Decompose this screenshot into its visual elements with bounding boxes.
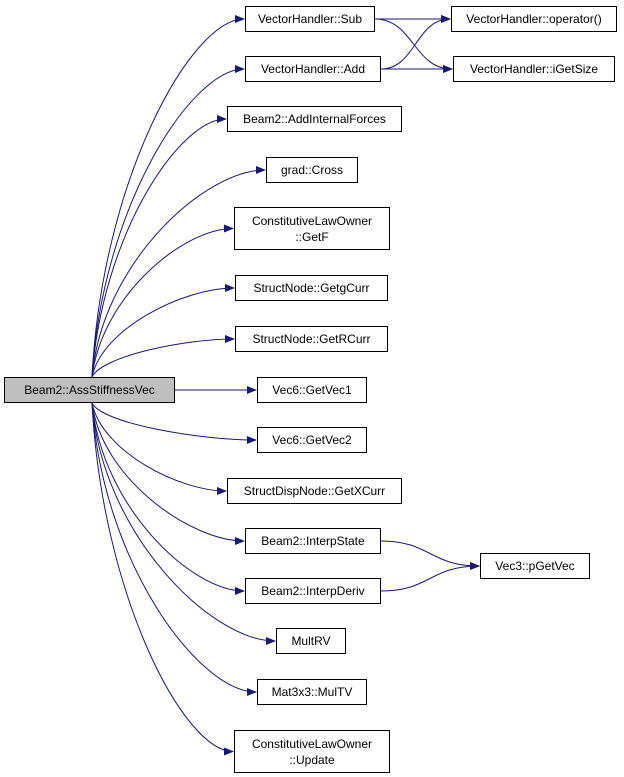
node-vh-operator[interactable]: VectorHandler::operator() bbox=[451, 6, 617, 32]
node-label: VectorHandler::Sub bbox=[257, 12, 363, 26]
node-mult-rv[interactable]: MultRV bbox=[276, 628, 346, 654]
node-grad-cross[interactable]: grad::Cross bbox=[266, 157, 358, 183]
edge-ass-stiffness-vec-to-clo-update bbox=[91, 402, 234, 756]
node-clo-update[interactable]: ConstitutiveLawOwner::Update bbox=[234, 730, 390, 773]
node-getr-curr[interactable]: StructNode::GetRCurr bbox=[235, 326, 388, 352]
edge-ass-stiffness-vec-to-vh-sub bbox=[91, 15, 245, 378]
node-label: StructNode::GetgCurr bbox=[253, 281, 370, 295]
node-label: StructDispNode::GetXCurr bbox=[243, 484, 386, 498]
node-label: Mat3x3::MulTV bbox=[271, 685, 353, 699]
node-add-internal-forces[interactable]: Beam2::AddInternalForces bbox=[227, 106, 402, 132]
edge-ass-stiffness-vec-to-vh-add bbox=[91, 65, 245, 378]
node-mul-tv[interactable]: Mat3x3::MulTV bbox=[257, 679, 367, 705]
node-ass-stiffness-vec[interactable]: Beam2::AssStiffnessVec bbox=[4, 377, 175, 403]
edge-vh-sub-to-vh-igetsize bbox=[374, 18, 453, 73]
node-label: ::GetF bbox=[295, 229, 329, 244]
node-clo-getf[interactable]: ConstitutiveLawOwner::GetF bbox=[234, 207, 390, 250]
node-interp-state[interactable]: Beam2::InterpState bbox=[245, 528, 381, 554]
edge-ass-stiffness-vec-to-clo-getf bbox=[91, 224, 234, 378]
edge-interp-state-to-vec3-pgetvec bbox=[380, 540, 480, 570]
node-label: Vec3::pGetVec bbox=[495, 559, 575, 573]
node-vh-sub[interactable]: VectorHandler::Sub bbox=[245, 6, 375, 32]
edge-ass-stiffness-vec-to-mul-tv bbox=[91, 402, 257, 696]
node-label: Beam2::AssStiffnessVec bbox=[24, 383, 155, 397]
node-interp-deriv[interactable]: Beam2::InterpDeriv bbox=[245, 578, 381, 604]
node-label: ConstitutiveLawOwner bbox=[251, 736, 373, 751]
node-vh-igetsize[interactable]: VectorHandler::iGetSize bbox=[453, 56, 615, 82]
node-getg-curr[interactable]: StructNode::GetgCurr bbox=[235, 275, 388, 301]
edge-vh-add-to-vh-operator bbox=[380, 15, 451, 70]
node-label: Vec6::GetVec1 bbox=[272, 383, 352, 397]
node-label: Beam2::AddInternalForces bbox=[243, 112, 386, 126]
node-label: StructNode::GetRCurr bbox=[252, 332, 371, 346]
node-getvec1[interactable]: Vec6::GetVec1 bbox=[257, 377, 367, 403]
edge-ass-stiffness-vec-to-getvec2 bbox=[91, 402, 257, 444]
node-getvec2[interactable]: Vec6::GetVec2 bbox=[257, 427, 367, 453]
node-label: Beam2::InterpState bbox=[261, 534, 365, 548]
edge-ass-stiffness-vec-to-interp-state bbox=[91, 402, 245, 545]
node-label: VectorHandler::Add bbox=[260, 62, 366, 76]
node-label: ::Update bbox=[289, 752, 335, 767]
node-vh-add[interactable]: VectorHandler::Add bbox=[245, 56, 381, 82]
node-label: VectorHandler::iGetSize bbox=[469, 62, 599, 76]
edge-ass-stiffness-vec-to-mult-rv bbox=[91, 402, 276, 645]
edge-ass-stiffness-vec-to-add-internal-forces bbox=[91, 115, 227, 378]
node-label: VectorHandler::operator() bbox=[466, 12, 602, 26]
edge-ass-stiffness-vec-to-getx-curr bbox=[91, 402, 227, 495]
node-label: Vec6::GetVec2 bbox=[272, 433, 352, 447]
node-label: Beam2::InterpDeriv bbox=[261, 584, 365, 598]
edge-interp-deriv-to-vec3-pgetvec bbox=[380, 562, 480, 592]
node-getx-curr[interactable]: StructDispNode::GetXCurr bbox=[227, 478, 402, 504]
edge-ass-stiffness-vec-to-getg-curr bbox=[91, 284, 235, 378]
edge-ass-stiffness-vec-to-interp-deriv bbox=[91, 402, 245, 595]
node-label: ConstitutiveLawOwner bbox=[251, 213, 373, 228]
node-label: MultRV bbox=[291, 634, 331, 648]
edge-ass-stiffness-vec-to-grad-cross bbox=[91, 166, 266, 378]
node-label: grad::Cross bbox=[280, 163, 344, 177]
edge-ass-stiffness-vec-to-getr-curr bbox=[91, 335, 235, 378]
node-vec3-pgetvec[interactable]: Vec3::pGetVec bbox=[480, 553, 590, 579]
